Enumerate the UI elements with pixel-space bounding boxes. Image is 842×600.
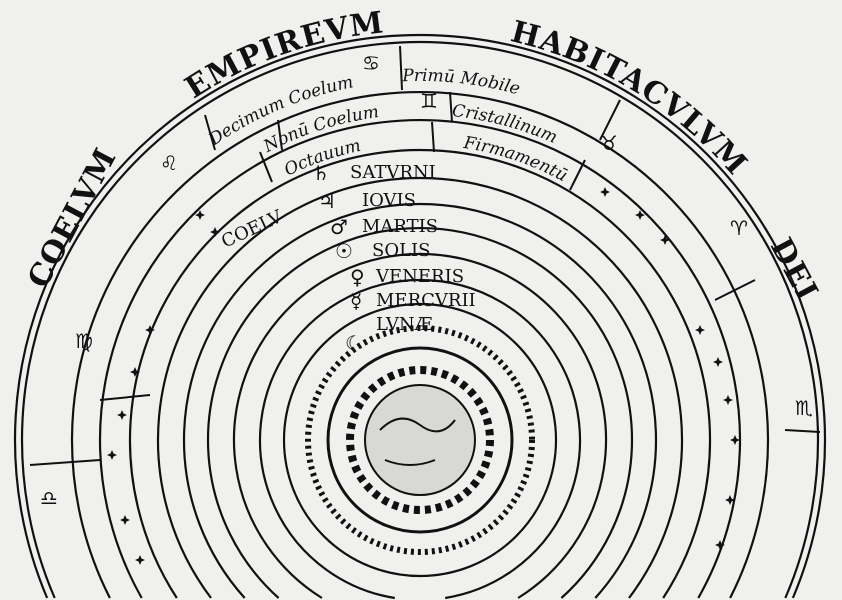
moon-icon: ☾ bbox=[345, 331, 363, 355]
cancer-icon: ♋ bbox=[362, 51, 380, 75]
star-icon bbox=[130, 367, 140, 377]
sphere-ring bbox=[206, 227, 634, 599]
gemini-icon: ♊ bbox=[420, 89, 438, 113]
sphere-ring bbox=[128, 148, 712, 599]
planet-solis: SOLIS bbox=[372, 240, 430, 261]
sphere-rings bbox=[13, 33, 827, 600]
star-icon bbox=[723, 395, 733, 405]
star-field bbox=[107, 187, 740, 565]
star-icon bbox=[120, 515, 130, 525]
scorpio-icon: ♏ bbox=[795, 396, 813, 420]
sphere-ring bbox=[13, 33, 827, 599]
planet-lunae: LVNÆ bbox=[376, 314, 433, 335]
saturn-icon: ♄ bbox=[312, 161, 330, 185]
mars-icon: ♂ bbox=[330, 215, 348, 239]
earth-globe bbox=[305, 325, 535, 555]
label-dei: DEI bbox=[763, 232, 825, 307]
star-icon bbox=[635, 210, 645, 220]
planet-martis: MARTIS bbox=[362, 216, 438, 237]
leo-icon: ♌ bbox=[160, 151, 178, 175]
taurus-icon: ♉ bbox=[600, 131, 618, 155]
star-icon bbox=[135, 555, 145, 565]
sphere-ring bbox=[258, 278, 582, 600]
sphere-ring bbox=[70, 90, 770, 599]
star-icon bbox=[695, 325, 705, 335]
sphere-ring bbox=[232, 252, 608, 599]
virgo-icon: ♍ bbox=[75, 329, 93, 353]
label-coelu: COELV bbox=[218, 206, 286, 253]
zodiac-dividers bbox=[29, 45, 821, 466]
label-empireum: EMPIREVM bbox=[179, 5, 386, 106]
venus-icon: ♀ bbox=[350, 265, 365, 289]
libra-icon: ♎ bbox=[40, 486, 58, 510]
sphere-ring bbox=[156, 176, 684, 599]
star-icon bbox=[600, 187, 610, 197]
star-icon bbox=[715, 540, 725, 550]
star-icon bbox=[195, 210, 205, 220]
sun-icon: ☉ bbox=[335, 239, 353, 263]
planet-labels: SATVRNI IOVIS MARTIS SOLIS VENERIS MERCV… bbox=[312, 161, 476, 355]
star-icon bbox=[713, 357, 723, 367]
planet-mercurii: MERCVRII bbox=[376, 290, 476, 311]
planet-veneris: VENERIS bbox=[375, 266, 464, 287]
star-icon bbox=[107, 450, 117, 460]
sphere-ring bbox=[20, 40, 820, 599]
sphere-ring bbox=[282, 302, 558, 578]
jupiter-icon: ♃ bbox=[318, 189, 336, 213]
sphere-ring bbox=[98, 118, 742, 599]
aries-icon: ♈ bbox=[730, 216, 748, 240]
mercury-icon: ☿ bbox=[350, 289, 362, 313]
planet-iovis: IOVIS bbox=[362, 190, 416, 211]
star-icon bbox=[730, 435, 740, 445]
zodiac-symbols: ♋ ♊ ♉ ♌ ♍ ♎ ♏ ♈ bbox=[40, 51, 813, 510]
star-icon bbox=[210, 227, 220, 237]
planet-saturni: SATVRNI bbox=[350, 162, 436, 183]
star-icon bbox=[660, 235, 670, 245]
star-icon bbox=[725, 495, 735, 505]
star-icon bbox=[145, 325, 155, 335]
sphere-ring bbox=[182, 202, 658, 599]
label-coelum: COELVM bbox=[21, 142, 124, 293]
star-icon bbox=[117, 410, 127, 420]
